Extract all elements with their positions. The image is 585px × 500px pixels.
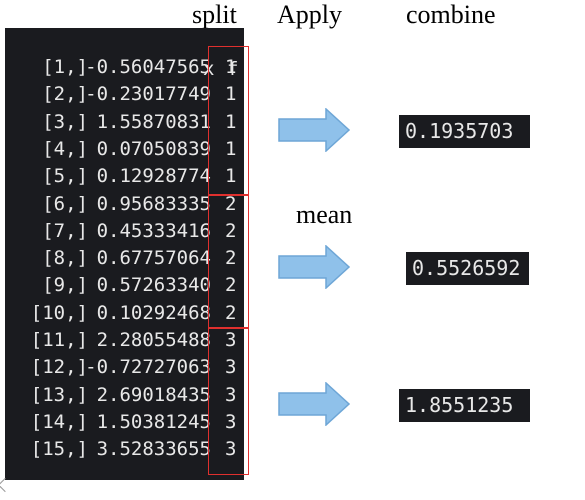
- arrow-right-icon-3: [278, 382, 350, 426]
- row-index: [8,]: [42, 247, 88, 270]
- row-index: [13,]: [30, 383, 88, 406]
- row-value-x: 0.95683335: [96, 192, 211, 215]
- table-row: [10,] 0.10292468 2: [5, 302, 244, 329]
- arrow-right-icon-1: [278, 108, 350, 152]
- group-box-1: [208, 46, 249, 195]
- row-index: [10,]: [30, 301, 88, 324]
- row-index: [7,]: [42, 219, 88, 242]
- row-value-x: 2.28055488: [96, 329, 211, 351]
- mean-label: mean: [296, 200, 353, 229]
- row-value-x: 0.12928774: [96, 165, 211, 188]
- table-row: [13,] 2.69018435 3: [5, 384, 244, 411]
- combine-label: combine: [406, 0, 496, 29]
- row-index: [3,]: [42, 110, 88, 133]
- row-index: [14,]: [30, 410, 88, 433]
- row-index: [2,]: [42, 83, 88, 106]
- result-group-2: 0.5526592: [406, 252, 529, 285]
- table-row: [8,] 0.67757064 2: [5, 247, 244, 274]
- row-group-f: 3: [225, 410, 237, 433]
- row-value-x: -0.72727063: [85, 356, 211, 379]
- row-value-x: 0.67757064: [96, 247, 211, 270]
- row-group-f: 1: [225, 83, 237, 106]
- row-index: [4,]: [42, 137, 88, 160]
- row-index: [1,]: [42, 56, 88, 78]
- row-value-x: -0.23017749: [85, 83, 211, 106]
- row-group-f: 1: [225, 56, 237, 78]
- corner-chevron-icon: [0, 477, 13, 493]
- column-header-f: f: [227, 58, 239, 80]
- group-box-3: [208, 328, 249, 475]
- table-row: [2,]-0.23017749 1: [5, 83, 244, 110]
- table-row: [5,] 0.12928774 1: [5, 165, 244, 192]
- row-group-f: 1: [225, 137, 237, 160]
- result-group-3: 1.8551235: [399, 389, 530, 422]
- table-row: [7,] 0.45333416 2: [5, 220, 244, 247]
- row-value-x: 1.50381245: [96, 410, 211, 433]
- row-group-f: 3: [225, 438, 237, 461]
- result-group-1: 0.1935703: [399, 115, 530, 148]
- split-label: split: [192, 0, 237, 29]
- apply-label: Apply: [277, 0, 342, 29]
- row-value-x: 3.52833655: [96, 438, 211, 461]
- row-index: [9,]: [42, 274, 88, 297]
- table-row: [9,] 0.57263340 2: [5, 274, 244, 301]
- table-row: [11,] 2.28055488 3: [5, 329, 244, 356]
- table-row: [3,] 1.55870831 1: [5, 111, 244, 138]
- row-value-x: 0.07050839: [96, 137, 211, 160]
- table-row: [14,] 1.50381245 3: [5, 411, 244, 438]
- row-value-x: 0.10292468: [96, 301, 211, 324]
- row-index: [11,]: [30, 329, 88, 351]
- row-group-f: 2: [225, 247, 237, 270]
- row-value-x: -0.56047565: [85, 56, 211, 78]
- arrow-right-icon-2: [278, 245, 350, 289]
- row-group-f: 3: [225, 329, 237, 351]
- row-group-f: 1: [225, 110, 237, 133]
- row-group-f: 3: [225, 356, 237, 379]
- group-box-2: [208, 195, 249, 328]
- row-value-x: 0.45333416: [96, 219, 211, 242]
- row-index: [5,]: [42, 165, 88, 188]
- table-row: [12,]-0.72727063 3: [5, 356, 244, 383]
- row-group-f: 2: [225, 192, 237, 215]
- row-group-f: 3: [225, 383, 237, 406]
- row-index: [12,]: [30, 356, 88, 379]
- table-row: [6,] 0.95683335 2: [5, 193, 244, 220]
- row-value-x: 0.57263340: [96, 274, 211, 297]
- row-group-f: 2: [225, 301, 237, 324]
- row-group-f: 2: [225, 274, 237, 297]
- row-index: [15,]: [30, 438, 88, 461]
- table-row: [1,]-0.56047565 1: [5, 56, 244, 83]
- table-row: [4,] 0.07050839 1: [5, 138, 244, 165]
- row-group-f: 1: [225, 165, 237, 188]
- row-index: [6,]: [42, 192, 88, 215]
- row-group-f: 2: [225, 219, 237, 242]
- row-value-x: 2.69018435: [96, 383, 211, 406]
- table-row: [15,] 3.52833655 3: [5, 438, 244, 465]
- row-value-x: 1.55870831: [96, 110, 211, 133]
